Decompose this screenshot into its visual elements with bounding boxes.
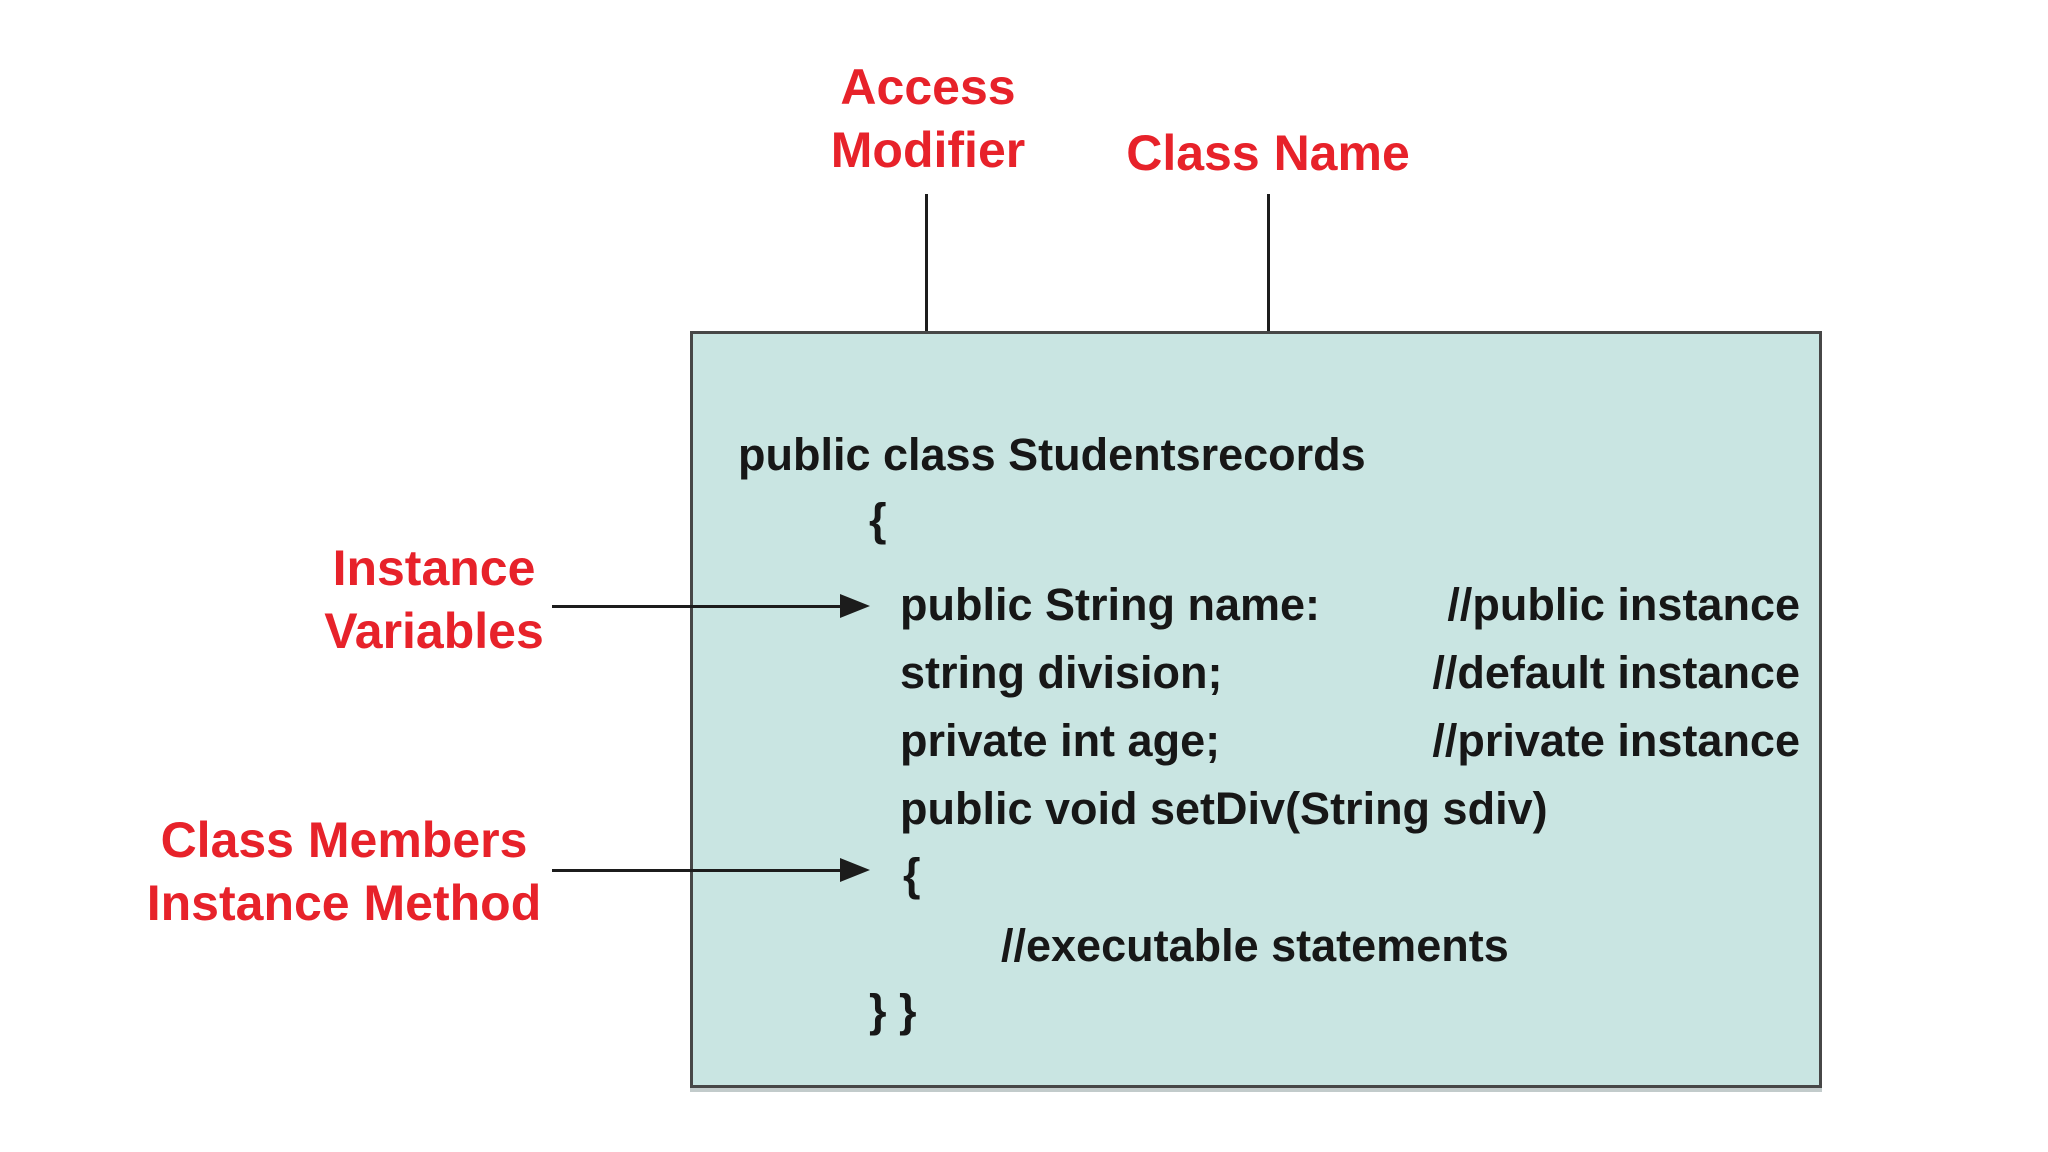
code-member-comment: //default instance — [1432, 647, 1800, 698]
instance-variables-label: Instance Variables — [224, 537, 644, 663]
code-method-body-comment: //executable statements — [1001, 920, 1509, 971]
code-member-declaration: string division; — [900, 647, 1223, 698]
code-member-row: string division; //default instance — [900, 646, 1800, 700]
code-member-row: public String name: //public instance — [900, 578, 1800, 632]
class-members-label-line2: Instance Method — [146, 875, 542, 931]
right-arrow-shaft — [552, 605, 840, 608]
access-modifier-label-line2: Modifier — [830, 122, 1026, 178]
access-modifier-label: Access Modifier — [718, 56, 1138, 182]
code-member-comment: //public instance — [1447, 579, 1800, 630]
right-arrow-icon — [840, 858, 870, 882]
code-class-declaration: public class Studentsrecords — [738, 429, 1366, 480]
right-arrow-shaft — [552, 869, 840, 872]
code-method-signature: public void setDiv(String sdiv) — [900, 783, 1548, 834]
code-member-comment: //private instance — [1432, 715, 1800, 766]
code-closing-braces: } } — [869, 985, 917, 1036]
code-class-open-brace: { — [869, 494, 887, 545]
access-modifier-label-line1: Access — [840, 59, 1016, 115]
code-member-declaration: public String name: — [900, 579, 1321, 630]
class-name-label: Class Name — [1058, 122, 1478, 185]
class-members-label: Class Members Instance Method — [134, 809, 554, 935]
code-member-row: private int age; //private instance — [900, 714, 1800, 768]
instance-variables-label-line2: Variables — [324, 603, 544, 659]
right-arrow-icon — [840, 594, 870, 618]
code-member-declaration: private int age; — [900, 715, 1221, 766]
down-arrow-shaft — [925, 194, 928, 382]
instance-variables-label-line1: Instance — [332, 540, 536, 596]
down-arrow-shaft — [1267, 194, 1270, 382]
code-box: public class Studentsrecords { public St… — [690, 331, 1822, 1088]
class-name-label-text: Class Name — [1126, 125, 1410, 181]
class-members-label-line1: Class Members — [160, 812, 528, 868]
code-method-open-brace: { — [903, 849, 921, 900]
